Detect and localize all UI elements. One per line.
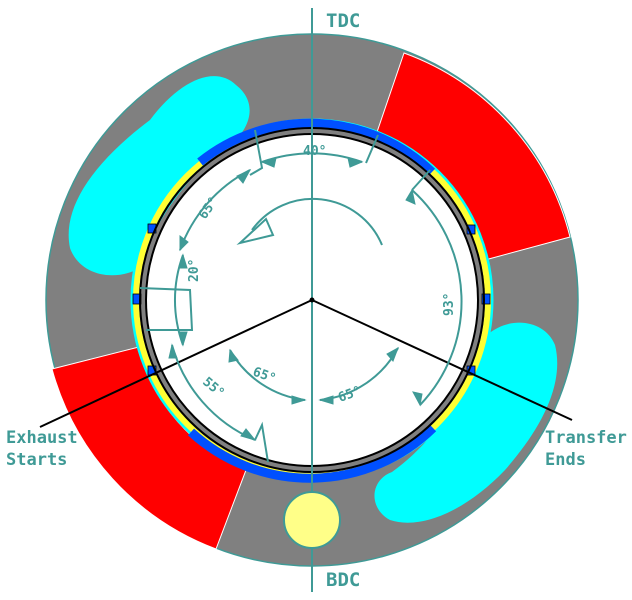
tick-lower-left bbox=[254, 421, 269, 463]
exhaust-label-line2: Starts bbox=[6, 450, 67, 470]
arrowhead-upper-left-b bbox=[179, 235, 189, 252]
crank-center bbox=[309, 297, 315, 303]
transfer-end-line bbox=[311, 299, 573, 421]
bdc-label: BDC bbox=[326, 569, 360, 591]
tdc-label-bg bbox=[322, 9, 366, 31]
transfer-label-line2: Ends bbox=[545, 450, 586, 470]
rotation-arrow-icon bbox=[236, 217, 275, 245]
angle-left-label: 20° bbox=[187, 259, 202, 282]
tdc-label: TDC bbox=[326, 10, 360, 32]
arrowhead-top-right bbox=[347, 157, 364, 168]
arrowhead-top-left bbox=[260, 157, 277, 168]
exhaust-label-line1: Exhaust bbox=[6, 428, 78, 448]
bdc-dot bbox=[283, 491, 341, 549]
tick-top-right bbox=[365, 134, 379, 164]
port-block-right-mid bbox=[481, 293, 491, 305]
arrowhead-inner-b bbox=[291, 395, 307, 405]
arrowhead-right-b bbox=[412, 391, 423, 407]
angle-right-label: 93° bbox=[442, 293, 457, 316]
tick-left-upper bbox=[139, 287, 194, 331]
arc-right bbox=[411, 189, 463, 406]
arrowhead-upper-left-a bbox=[236, 168, 252, 184]
arrowhead-left-a bbox=[178, 253, 188, 269]
liner-blue-arc-top bbox=[197, 118, 436, 176]
transfer-port-lower-right bbox=[374, 322, 558, 523]
arrowhead-right-a bbox=[405, 188, 416, 205]
tick-top-left bbox=[249, 129, 264, 176]
arrowhead-inner-d bbox=[386, 346, 399, 362]
transfer-label-line1: Transfer bbox=[545, 428, 627, 448]
arrowhead-inner-c bbox=[318, 395, 334, 405]
arc-lower-left-outer bbox=[171, 344, 256, 441]
transfer-port-upper-left bbox=[68, 76, 250, 276]
angle-top-label: 40° bbox=[303, 144, 326, 159]
tick-right-upper bbox=[411, 169, 431, 191]
arrowhead-left-b bbox=[178, 331, 188, 347]
exhaust-start-line bbox=[39, 299, 313, 428]
arrowhead-inner-a bbox=[228, 348, 239, 363]
arrowhead-lower-left-b bbox=[240, 428, 257, 441]
rotation-arc bbox=[251, 197, 383, 246]
arrowhead-lower-left-a bbox=[168, 343, 178, 359]
bdc-label-bg bbox=[322, 568, 366, 590]
